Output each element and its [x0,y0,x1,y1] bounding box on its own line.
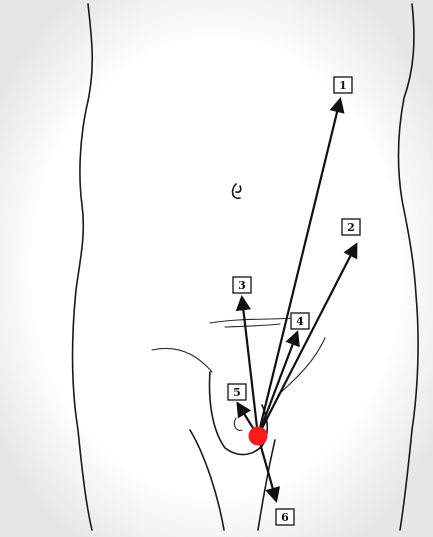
origin-marker [249,427,268,446]
label-3: 3 [233,277,251,293]
label-2: 2 [342,219,360,235]
label-5: 5 [228,384,246,400]
label-1: 1 [334,77,352,93]
label-6: 6 [276,509,294,525]
label-6-text: 6 [281,511,289,524]
label-3-text: 3 [238,279,246,292]
label-2-text: 2 [347,221,355,234]
label-1-text: 1 [339,79,347,92]
label-5-text: 5 [233,386,241,399]
label-4-text: 4 [296,315,304,328]
label-4: 4 [291,313,309,329]
